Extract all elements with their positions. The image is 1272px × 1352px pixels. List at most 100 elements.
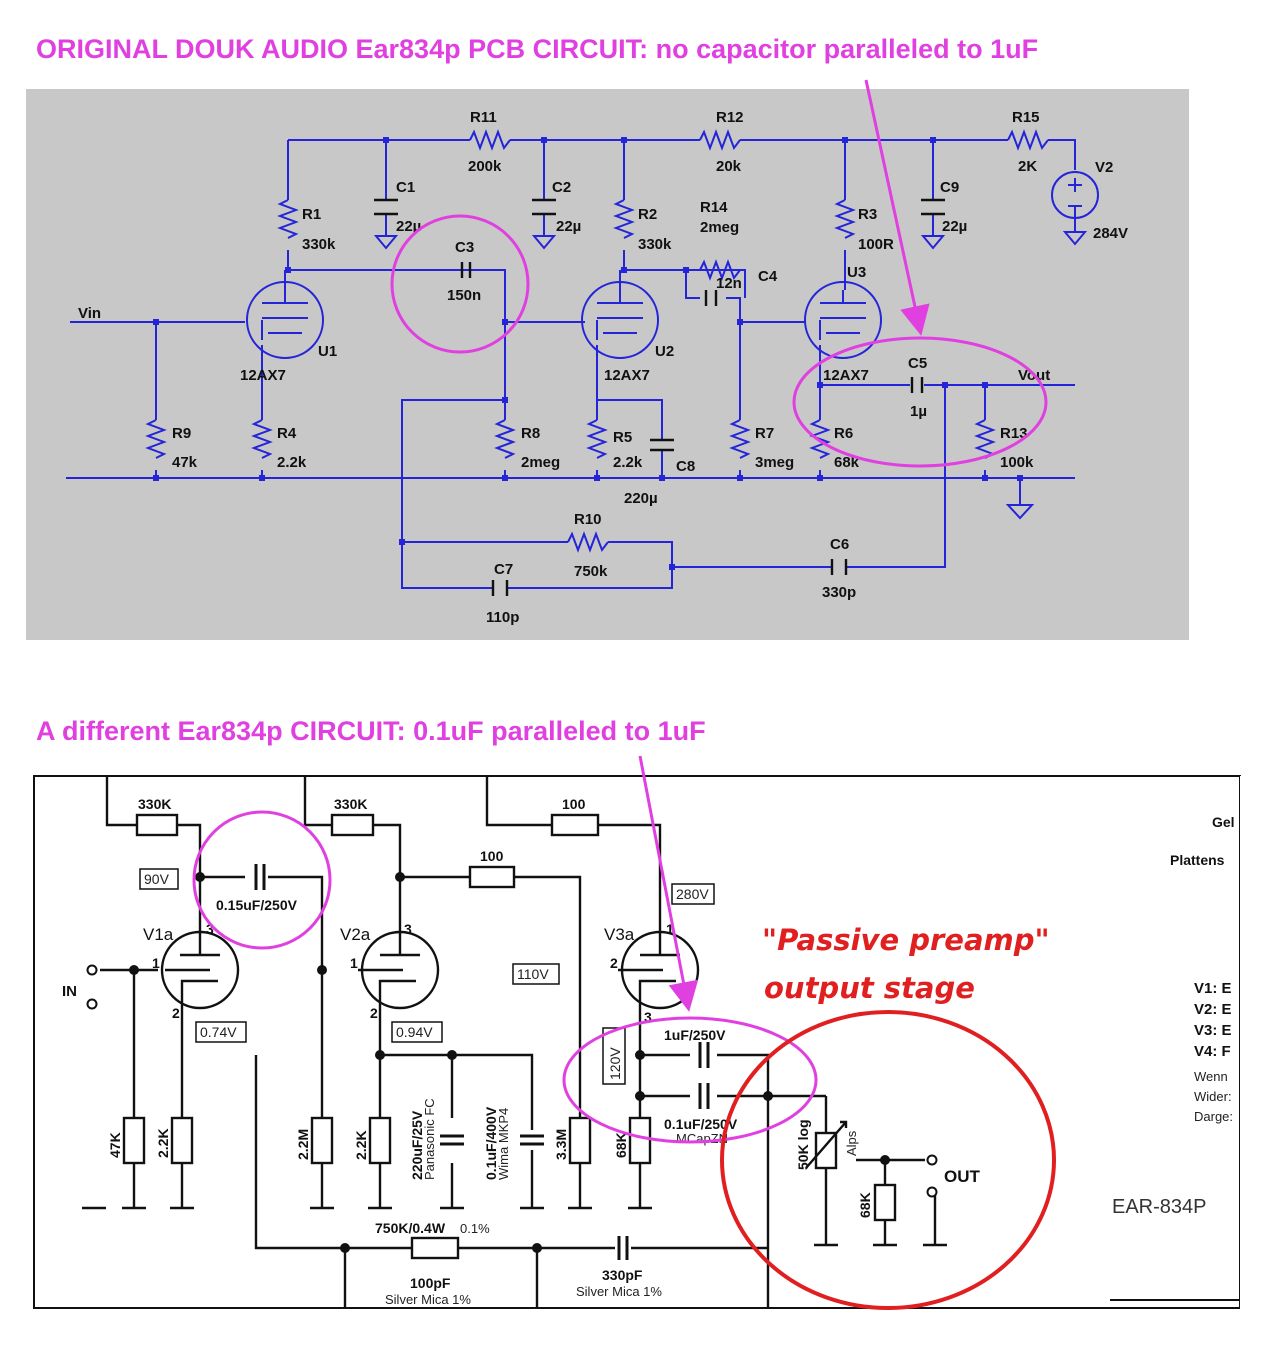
r5-label: R5 bbox=[613, 429, 632, 446]
u1-tube: 12AX7 bbox=[240, 367, 286, 384]
c100p-label: 100pF bbox=[410, 1275, 451, 1291]
v2a-pin3: 3 bbox=[404, 921, 412, 937]
top-title: ORIGINAL DOUK AUDIO Ear834p PCB CIRCUIT:… bbox=[36, 34, 1039, 64]
r13-value: 100k bbox=[1000, 454, 1034, 471]
alps-label: Alps bbox=[844, 1130, 859, 1156]
r8-value: 2meg bbox=[521, 454, 560, 471]
bottom-resistors bbox=[122, 813, 897, 1260]
r22k-a-label: 2.2K bbox=[155, 1128, 171, 1158]
r3-label: R3 bbox=[858, 206, 877, 223]
r15-value: 2K bbox=[1018, 158, 1037, 175]
v2-value: 284V bbox=[1093, 225, 1128, 242]
r9-value: 47k bbox=[172, 454, 198, 471]
bottom-arrow bbox=[638, 755, 699, 1012]
v1a-pin2: 2 bbox=[172, 1005, 180, 1021]
c4-value: 12n bbox=[716, 275, 742, 292]
bottom-grounds bbox=[82, 1206, 947, 1247]
r12-value: 20k bbox=[716, 158, 742, 175]
v2a-pin2: 2 bbox=[370, 1005, 378, 1021]
top-capacitors bbox=[374, 198, 945, 596]
side-notes: Gel Plattens V1: E V2: E V3: E V4: F Wen… bbox=[1110, 776, 1272, 1316]
c5-highlight-ellipse bbox=[792, 336, 1048, 468]
c7-value: 110p bbox=[486, 609, 519, 626]
v2-source bbox=[1051, 171, 1099, 219]
bottom-junctions bbox=[129, 872, 890, 1253]
output-stage-label: output stage bbox=[764, 971, 975, 1005]
v280-label: 280V bbox=[676, 886, 709, 902]
c220-type: Panasonic FC bbox=[422, 1098, 437, 1180]
r10-value: 750k bbox=[574, 563, 608, 580]
r100-b-label: 100 bbox=[480, 848, 504, 864]
r750-label: 750K/0.4W bbox=[375, 1220, 446, 1236]
r47k-label: 47K bbox=[107, 1132, 123, 1158]
c6-label: C6 bbox=[830, 536, 849, 553]
pot-label: 50K log bbox=[795, 1119, 811, 1170]
c7-label: C7 bbox=[494, 561, 513, 578]
u2-label: U2 bbox=[655, 343, 674, 360]
vin-label: Vin bbox=[78, 305, 101, 322]
r11-label: R11 bbox=[470, 109, 497, 126]
u2-tube: 12AX7 bbox=[604, 367, 650, 384]
r8-label: R8 bbox=[521, 425, 540, 442]
u1-label: U1 bbox=[318, 343, 337, 360]
r1-label: R1 bbox=[302, 206, 321, 223]
v1a-pin1: 1 bbox=[152, 955, 160, 971]
v120-label: 120V bbox=[607, 1047, 623, 1080]
r2-label: R2 bbox=[638, 206, 657, 223]
top-tubes bbox=[246, 270, 882, 359]
r750-tol: 0.1% bbox=[460, 1221, 490, 1236]
side-note-v1: V1: E bbox=[1194, 980, 1232, 997]
r68k-a-label: 68K bbox=[613, 1132, 629, 1158]
r7-value: 3meg bbox=[755, 454, 794, 471]
v2a-pin1: 1 bbox=[350, 955, 358, 971]
c220-label: 220uF/25V bbox=[409, 1110, 425, 1180]
voltage-boxes bbox=[139, 868, 715, 1085]
passive-preamp-label: "Passive preamp" bbox=[762, 923, 1050, 957]
r6-label: R6 bbox=[834, 425, 853, 442]
c9-value: 22µ bbox=[942, 218, 967, 235]
v1a-pin3: 3 bbox=[206, 921, 214, 937]
r2-value: 330k bbox=[638, 236, 672, 253]
v3a-pin1: 1 bbox=[666, 921, 674, 937]
v1a-label: V1a bbox=[143, 925, 174, 944]
r22m-label: 2.2M bbox=[295, 1129, 311, 1160]
c01-type: Wima MKP4 bbox=[496, 1108, 511, 1180]
cap1uf-highlight-ellipse bbox=[562, 1016, 818, 1144]
cap015-highlight-circle bbox=[192, 810, 332, 950]
r15-label: R15 bbox=[1012, 109, 1040, 126]
r14-label: R14 bbox=[700, 199, 728, 216]
top-arrow bbox=[864, 79, 930, 336]
r330k-a-label: 330K bbox=[138, 796, 171, 812]
c4-label: C4 bbox=[758, 268, 778, 285]
mcap-label: MCapZN bbox=[676, 1131, 728, 1146]
cap015-label: 0.15uF/250V bbox=[216, 897, 298, 913]
c3-value: 150n bbox=[447, 287, 481, 304]
cap1uf-label: 1uF/250V bbox=[664, 1027, 726, 1043]
v3a-pin3: 3 bbox=[644, 1009, 652, 1025]
side-note-w3: Darge: bbox=[1194, 1109, 1233, 1124]
c3-highlight-circle bbox=[390, 214, 530, 354]
r10-label: R10 bbox=[574, 511, 602, 528]
r7-label: R7 bbox=[755, 425, 774, 442]
c2-value: 22µ bbox=[556, 218, 581, 235]
c8-label: C8 bbox=[676, 458, 695, 475]
cap01uf-label: 0.1uF/250V bbox=[664, 1116, 738, 1132]
r4-label: R4 bbox=[277, 425, 297, 442]
ear834p-label: EAR-834P bbox=[1112, 1196, 1207, 1218]
c1-label: C1 bbox=[396, 179, 415, 196]
r11-value: 200k bbox=[468, 158, 502, 175]
passive-stage-red-circle bbox=[720, 1010, 1056, 1310]
side-note-w1: Wenn bbox=[1194, 1069, 1228, 1084]
r1-value: 330k bbox=[302, 236, 336, 253]
c5-label: C5 bbox=[908, 355, 927, 372]
io-terminals bbox=[86, 964, 938, 1198]
v2a-label: V2a bbox=[340, 925, 371, 944]
c9-label: C9 bbox=[940, 179, 959, 196]
c2-label: C2 bbox=[552, 179, 571, 196]
out-label: OUT bbox=[944, 1167, 981, 1186]
c8-value: 220µ bbox=[624, 490, 658, 507]
side-note-v2: V2: E bbox=[1194, 1001, 1232, 1018]
v3a-pin2: 2 bbox=[610, 955, 618, 971]
r3-value: 100R bbox=[858, 236, 894, 253]
top-junctions bbox=[153, 137, 1023, 570]
